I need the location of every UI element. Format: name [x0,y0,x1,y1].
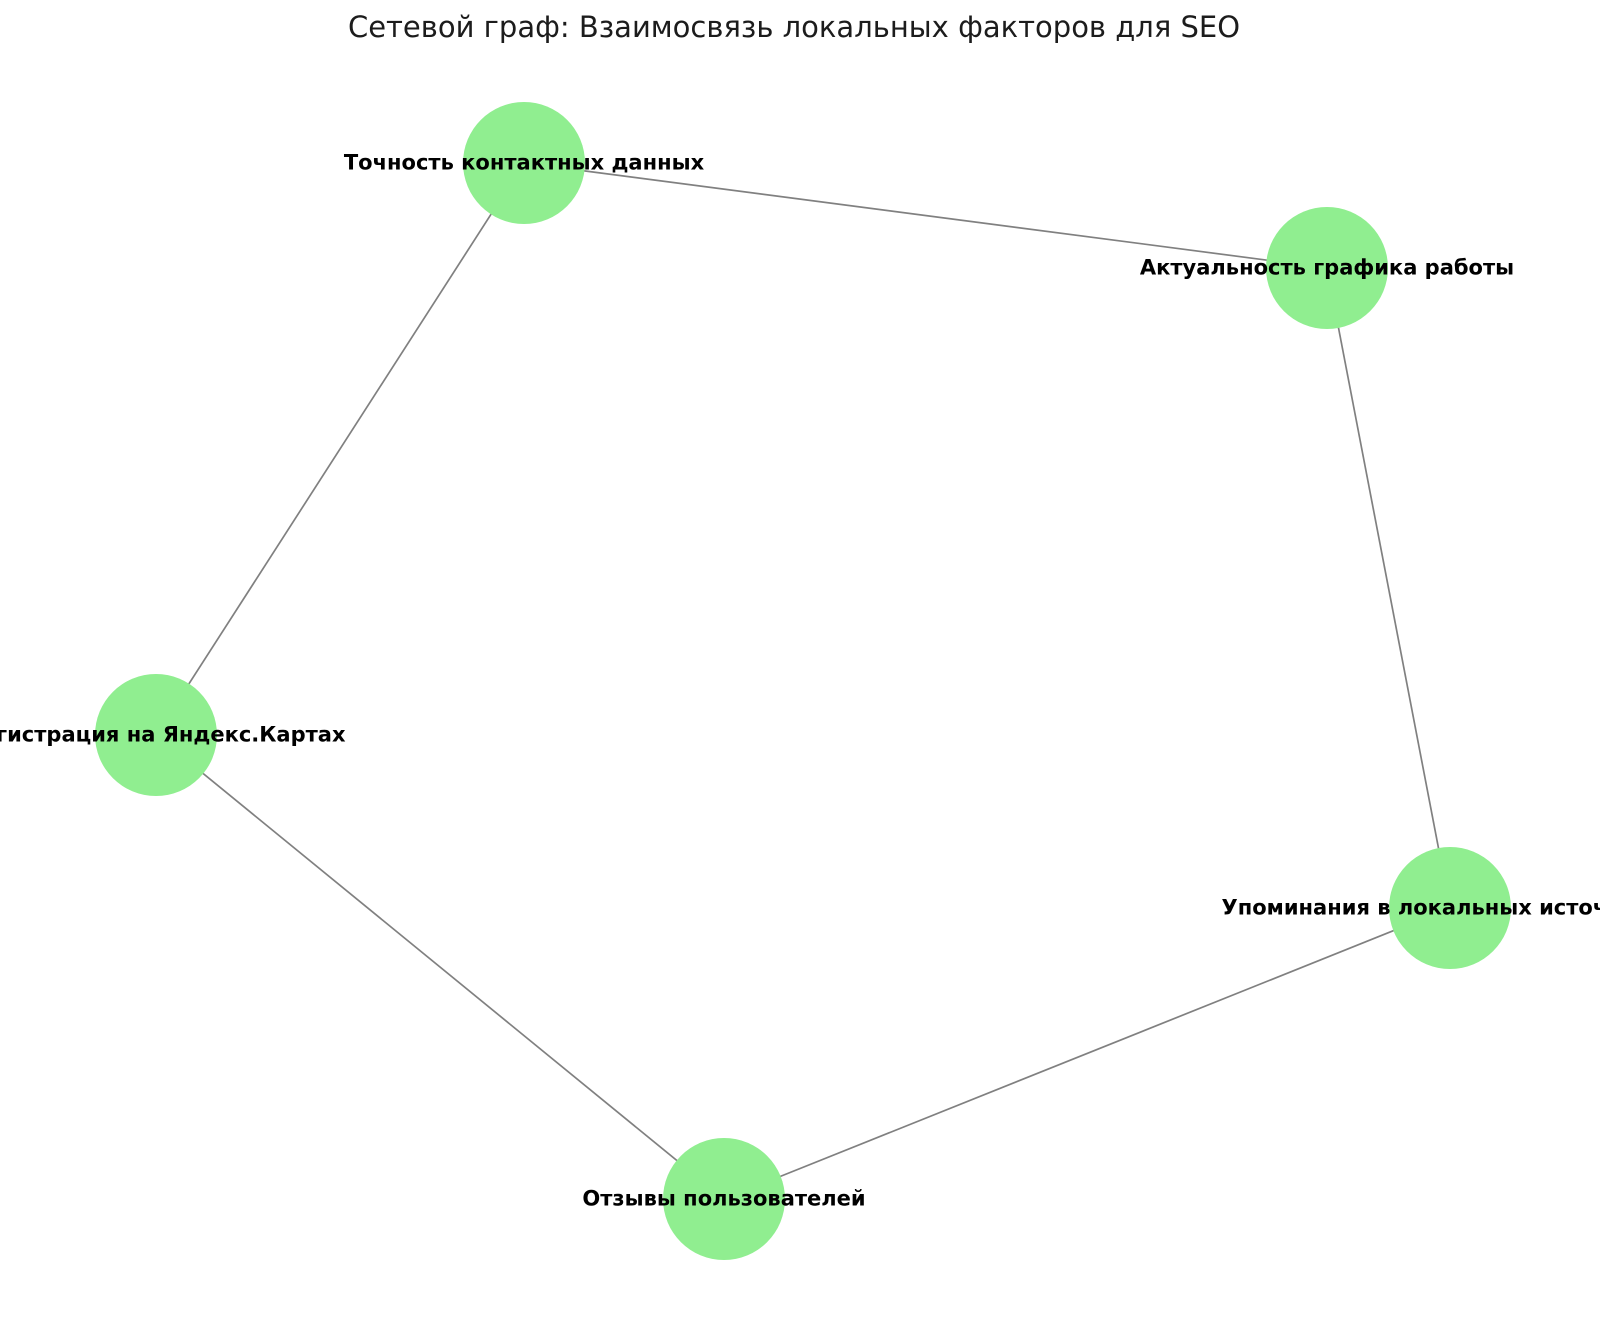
graph-node-label-user-reviews: Отзывы пользователей [582,1186,866,1211]
graph-edge-yandex-maps-registration--user-reviews [155,734,725,1200]
graph-node-contact-data-accuracy [463,102,585,224]
graph-edge-work-schedule-freshness--local-sources-mentions [1326,267,1451,909]
graph-node-local-sources-mentions [1389,847,1511,969]
graph-node-work-schedule-freshness [1266,207,1388,329]
graph-edge-local-sources-mentions--user-reviews [723,907,1451,1200]
chart-title: Сетевой граф: Взаимосвязь локальных факт… [347,10,1241,44]
graph-node-yandex-maps-registration [95,674,217,796]
graph-node-label-work-schedule-freshness: Актуальность графика работы [1139,255,1515,280]
graph-node-label-contact-data-accuracy: Точность контактных данных [343,150,705,175]
graph-edge-contact-data-accuracy--yandex-maps-registration [155,162,525,736]
graph-edge-contact-data-accuracy--work-schedule-freshness [523,162,1328,269]
graph-node-label-local-sources-mentions: Упоминания в локальных источниках [1221,895,1600,920]
graph-node-user-reviews [663,1138,785,1260]
graph-node-label-yandex-maps-registration: Регистрация на Яндекс.Картах [0,722,346,747]
